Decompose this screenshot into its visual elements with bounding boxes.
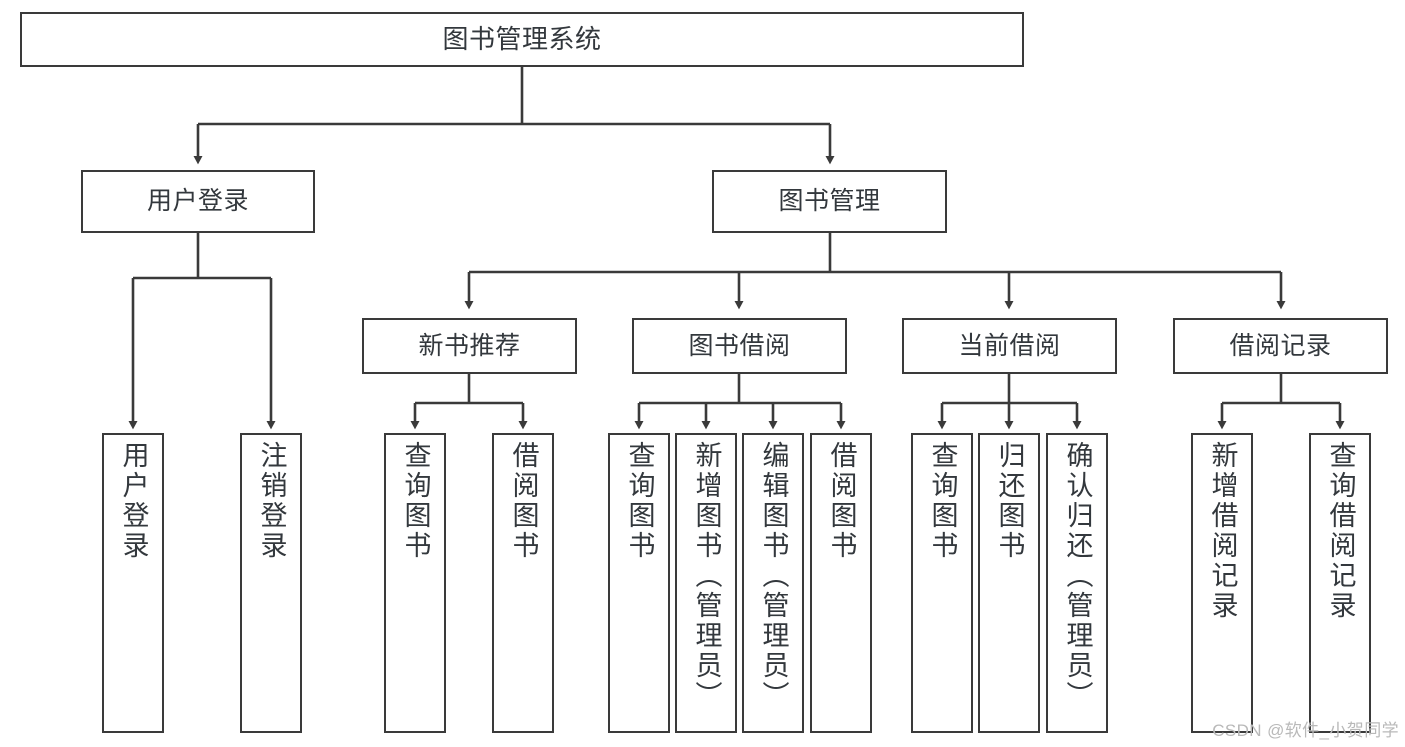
node-book-management[interactable]: 图书管理 <box>712 170 947 233</box>
node-user-login[interactable]: 用户登录 <box>81 170 315 233</box>
node-label: 新增借阅记录 <box>1207 441 1238 621</box>
leaf-borrow-record-query-record[interactable]: 查询借阅记录 <box>1309 433 1371 733</box>
node-label: 确认归还（管理员） <box>1062 441 1093 711</box>
node-new-book-recommend[interactable]: 新书推荐 <box>362 318 577 374</box>
leaf-new-book-borrow-book[interactable]: 借阅图书 <box>492 433 554 733</box>
node-label: 查询借阅记录 <box>1325 441 1356 621</box>
watermark-credit: CSDN @软件_小贺同学 <box>1212 721 1399 740</box>
node-label: 图书借阅 <box>688 331 791 360</box>
leaf-new-book-query-book[interactable]: 查询图书 <box>384 433 446 733</box>
leaf-book-borrow-add-book-admin[interactable]: 新增图书（管理员） <box>675 433 737 733</box>
node-label: 借阅记录 <box>1229 331 1332 360</box>
node-label: 编辑图书（管理员） <box>758 441 789 711</box>
leaf-book-borrow-edit-book-admin[interactable]: 编辑图书（管理员） <box>742 433 804 733</box>
node-label: 用户登录 <box>146 187 249 216</box>
node-label: 用户登录 <box>118 441 149 561</box>
node-label: 借阅图书 <box>508 441 539 561</box>
node-label: 归还图书 <box>994 441 1025 561</box>
node-label: 新书推荐 <box>418 331 521 360</box>
node-label: 注销登录 <box>256 441 287 561</box>
node-label: 新增图书（管理员） <box>691 441 722 711</box>
node-label: 图书管理 <box>778 187 881 216</box>
leaf-current-borrow-confirm-return-admin[interactable]: 确认归还（管理员） <box>1046 433 1108 733</box>
leaf-borrow-record-add-record[interactable]: 新增借阅记录 <box>1191 433 1253 733</box>
node-book-borrow[interactable]: 图书借阅 <box>632 318 847 374</box>
leaf-book-borrow-borrow-book[interactable]: 借阅图书 <box>810 433 872 733</box>
node-label: 图书管理系统 <box>442 23 602 54</box>
leaf-current-borrow-return-book[interactable]: 归还图书 <box>978 433 1040 733</box>
leaf-user-login-logout[interactable]: 注销登录 <box>240 433 302 733</box>
node-root-system[interactable]: 图书管理系统 <box>20 12 1024 67</box>
leaf-current-borrow-query-book[interactable]: 查询图书 <box>911 433 973 733</box>
node-borrow-record[interactable]: 借阅记录 <box>1173 318 1388 374</box>
node-current-borrow[interactable]: 当前借阅 <box>902 318 1117 374</box>
node-label: 查询图书 <box>927 441 958 561</box>
node-label: 当前借阅 <box>958 331 1061 360</box>
leaf-user-login-login[interactable]: 用户登录 <box>102 433 164 733</box>
leaf-book-borrow-query-book[interactable]: 查询图书 <box>608 433 670 733</box>
node-label: 查询图书 <box>400 441 431 561</box>
node-label: 借阅图书 <box>826 441 857 561</box>
node-label: 查询图书 <box>624 441 655 561</box>
